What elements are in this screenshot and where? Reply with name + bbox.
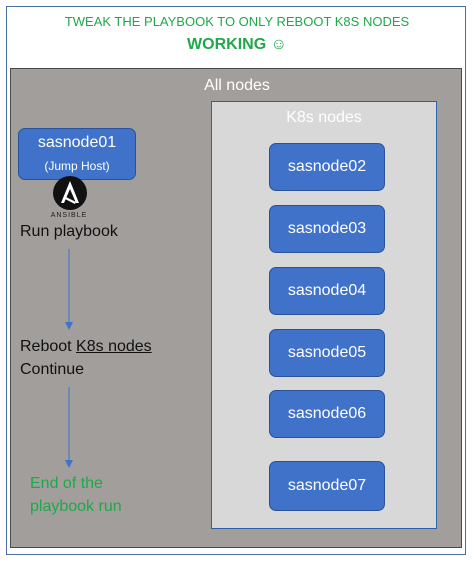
- jump-host-role: (Jump Host): [44, 159, 110, 173]
- step-reboot-prefix: Reboot: [20, 338, 72, 355]
- k8s-node-sasnode04: sasnode04: [269, 267, 385, 315]
- k8s-node-sasnode06: sasnode06: [269, 390, 385, 438]
- ansible-logo-text: ANSIBLE: [50, 212, 88, 219]
- k8s-node-sasnode03: sasnode03: [269, 205, 385, 253]
- k8s-nodes-label: K8s nodes: [286, 109, 362, 126]
- step-reboot-target: K8s nodes: [76, 338, 152, 355]
- k8s-node-sasnode02: sasnode02: [269, 143, 385, 191]
- jump-host-name: sasnode01: [37, 134, 117, 151]
- ansible-icon: [53, 176, 87, 210]
- status-text: WORKING ☺: [187, 36, 287, 53]
- diagram-title: TWEAK THE PLAYBOOK TO ONLY REBOOT K8S NO…: [64, 14, 410, 29]
- step-continue: Continue: [20, 361, 85, 378]
- k8s-node-sasnode05: sasnode05: [269, 329, 385, 377]
- k8s-node-sasnode07: sasnode07: [269, 461, 385, 511]
- step-end-line1: End of the: [30, 475, 103, 492]
- jump-host-node: sasnode01 (Jump Host): [18, 128, 136, 180]
- step-reboot: Reboot K8s nodes: [20, 338, 152, 356]
- step-end-line2: playbook run: [30, 498, 122, 515]
- step-run-playbook: Run playbook: [20, 223, 118, 240]
- all-nodes-label: All nodes: [204, 77, 270, 94]
